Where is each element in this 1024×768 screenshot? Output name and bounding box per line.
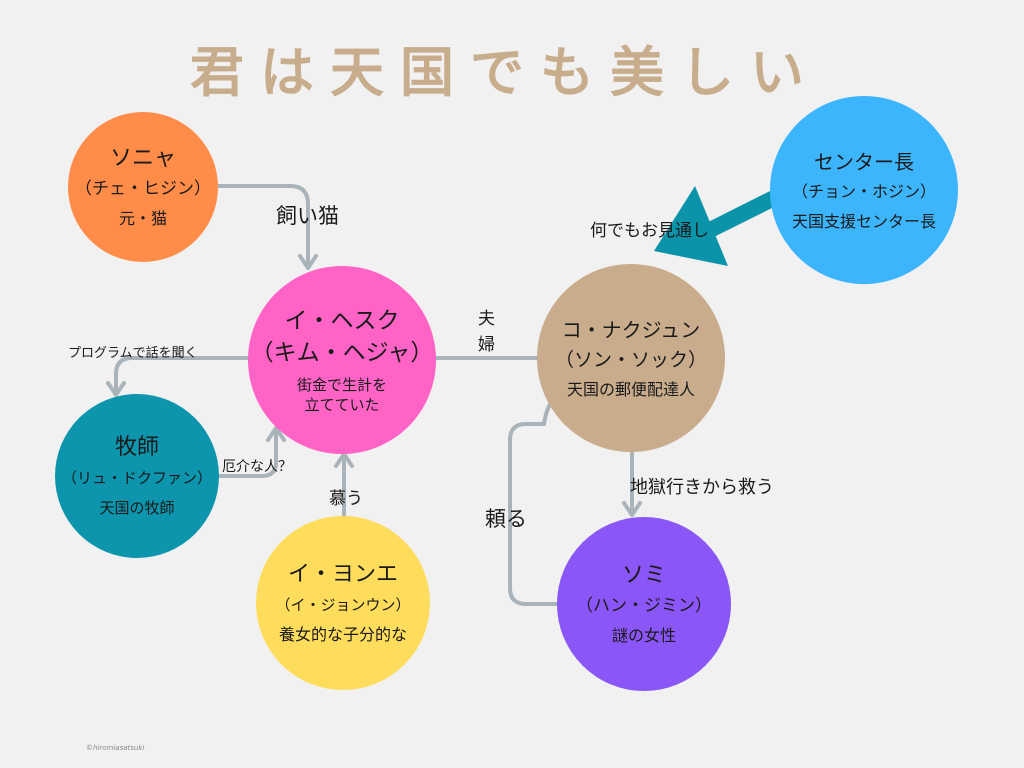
node-actor: （チェ・ヒジン）	[75, 179, 211, 199]
node-name: センター長	[814, 150, 914, 174]
connector-sonya-to-hesuku	[216, 184, 310, 268]
node-ko-nakjun: コ・ナクジュン （ソン・ソック） 天国の郵便配達人	[537, 264, 725, 452]
relation-label-rely-on: 頼る	[485, 507, 527, 531]
node-role: 謎の女性	[611, 626, 676, 645]
node-name: イ・ヘスク	[284, 308, 400, 334]
node-role: 元・猫	[118, 209, 167, 228]
arrowhead-yonge-to-hesuku	[334, 452, 354, 468]
node-hesuku: イ・ヘスク （キム・ヘジャ） 街金で生計を 立てていた	[248, 266, 436, 454]
relation-label-troublesome: 厄介な人？	[222, 459, 292, 475]
relation-label-sees-all: 何でもお見通し	[590, 221, 709, 241]
node-sonya: ソニャ （チェ・ヒジン） 元・猫	[68, 112, 218, 262]
arrowhead-hesuku-to-bokushi	[106, 381, 126, 397]
node-somi: ソミ （ハン・ジミン） 謎の女性	[557, 517, 731, 691]
node-actor: （キム・ヘジャ）	[250, 340, 434, 366]
node-actor: （ソン・ソック）	[554, 349, 707, 371]
node-center-chief: センター長 （チョン・ホジン） 天国支援センター長	[770, 96, 958, 284]
relation-label-pet-cat: 飼い猫	[276, 204, 339, 228]
node-actor: （リュ・ドクファン）	[61, 469, 212, 487]
credit-text: ©hiromiasatsuki	[86, 744, 145, 752]
arrowhead-sonya-to-hesuku	[298, 254, 318, 270]
arrowhead-ko-to-somi	[622, 501, 642, 517]
connector-bokushi-to-hesuku	[217, 428, 278, 478]
node-role: 養女的な子分的な	[278, 625, 407, 644]
relation-label-program: プログラムで話を聞く	[68, 346, 198, 361]
node-role: 街金で生計を 立てていた	[296, 376, 387, 414]
node-name: ソミ	[621, 563, 666, 588]
connector-somi-to-ko	[508, 390, 568, 606]
node-role: 天国の郵便配達人	[566, 380, 695, 399]
relation-label-save-from-hell: 地獄行きから救う	[630, 477, 774, 498]
node-actor: （チョン・ホジン）	[791, 182, 936, 201]
node-name: ソニャ	[109, 146, 176, 171]
relation-label-adore: 慕う	[329, 489, 363, 509]
node-role: 天国支援センター長	[791, 212, 936, 231]
connector-hesuku-to-bokushi	[114, 356, 250, 395]
relation-label-married: 夫婦	[478, 309, 495, 355]
pointer-arrow-center-to-ko	[654, 186, 784, 266]
node-name: コ・ナクジュン	[561, 318, 701, 342]
node-role: 天国の牧師	[99, 499, 175, 517]
arrowhead-bokushi-to-hesuku	[266, 426, 286, 442]
node-name: イ・ヨンエ	[287, 562, 398, 587]
node-actor: （ハン・ジミン）	[576, 596, 712, 616]
diagram-title: 君は天国でも美しい	[190, 41, 820, 104]
node-yonge: イ・ヨンエ （イ・ジョンウン） 養女的な子分的な	[256, 516, 430, 690]
node-pastor: 牧師 （リュ・ドクファン） 天国の牧師	[55, 394, 219, 558]
node-actor: （イ・ジョンウン）	[275, 596, 411, 614]
node-name: 牧師	[114, 435, 159, 460]
